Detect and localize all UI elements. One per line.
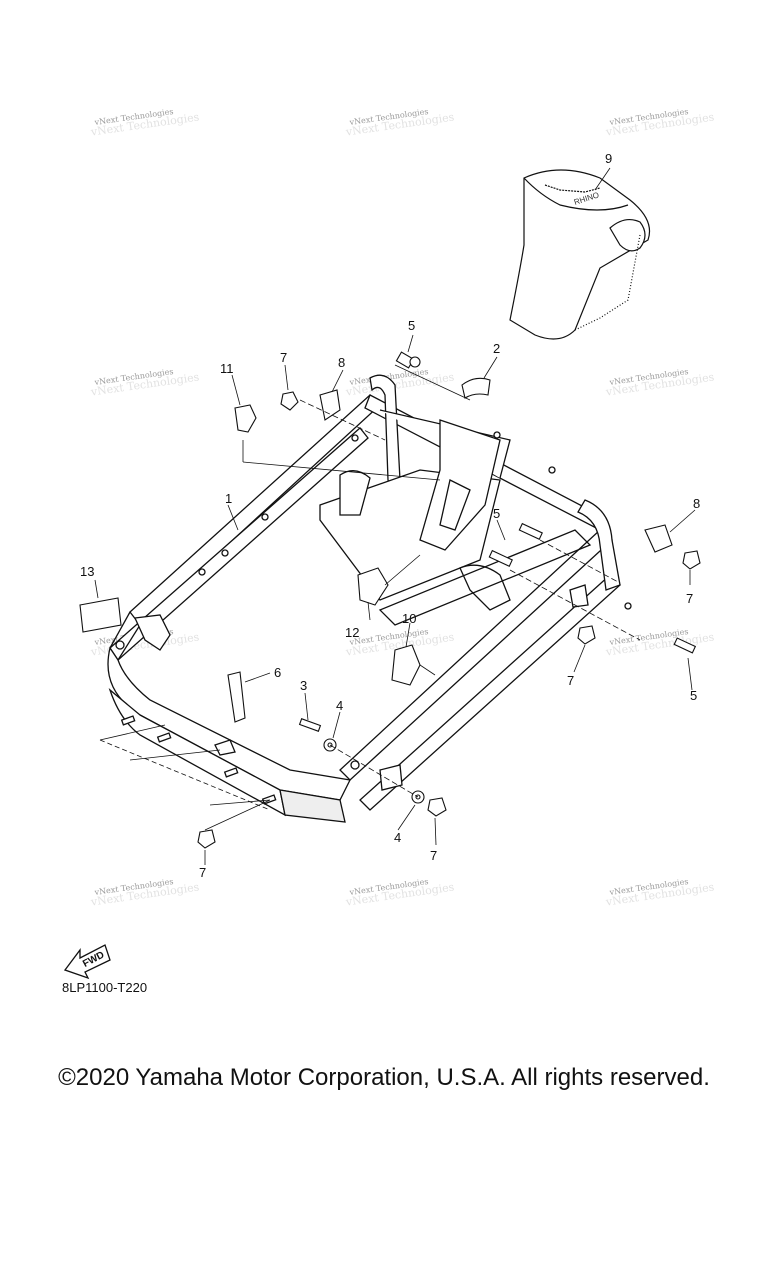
callout-4: 4 bbox=[394, 830, 401, 845]
seat-cover: RHINO bbox=[509, 169, 651, 340]
callout-3: 3 bbox=[300, 678, 307, 693]
callout-5: 5 bbox=[408, 318, 415, 333]
callout-11: 11 bbox=[220, 361, 234, 376]
callout-9: 9 bbox=[605, 151, 612, 166]
callout-8: 8 bbox=[338, 355, 345, 370]
callout-7: 7 bbox=[280, 350, 287, 365]
callout-5: 5 bbox=[690, 688, 697, 703]
diagram-part-code: 8LP1100-T220 bbox=[62, 980, 148, 995]
callout-7: 7 bbox=[430, 848, 437, 863]
callout-7: 7 bbox=[686, 591, 693, 606]
guide-lines bbox=[99, 364, 641, 831]
callout-8: 8 bbox=[693, 496, 700, 511]
callout-4: 4 bbox=[336, 698, 343, 713]
callout-7: 7 bbox=[567, 673, 574, 688]
callout-1: 1 bbox=[225, 491, 232, 506]
callout-7: 7 bbox=[199, 865, 206, 880]
parts-diagram: vNext Technologies vNext Technologies vN… bbox=[63, 107, 715, 980]
callout-12: 12 bbox=[345, 625, 359, 640]
callouts: 1 2 3 4 4 5 5 5 6 7 7 7 7 7 8 8 9 10 11 … bbox=[80, 151, 700, 880]
callout-6: 6 bbox=[274, 665, 281, 680]
leader-lines bbox=[94, 167, 696, 865]
callout-5: 5 bbox=[493, 506, 500, 521]
callout-10: 10 bbox=[402, 611, 416, 626]
callout-13: 13 bbox=[80, 564, 94, 579]
callout-2: 2 bbox=[493, 341, 500, 356]
main-frame bbox=[107, 374, 632, 823]
copyright-notice: ©2020 Yamaha Motor Corporation, U.S.A. A… bbox=[58, 1064, 710, 1091]
hardware bbox=[63, 351, 701, 980]
